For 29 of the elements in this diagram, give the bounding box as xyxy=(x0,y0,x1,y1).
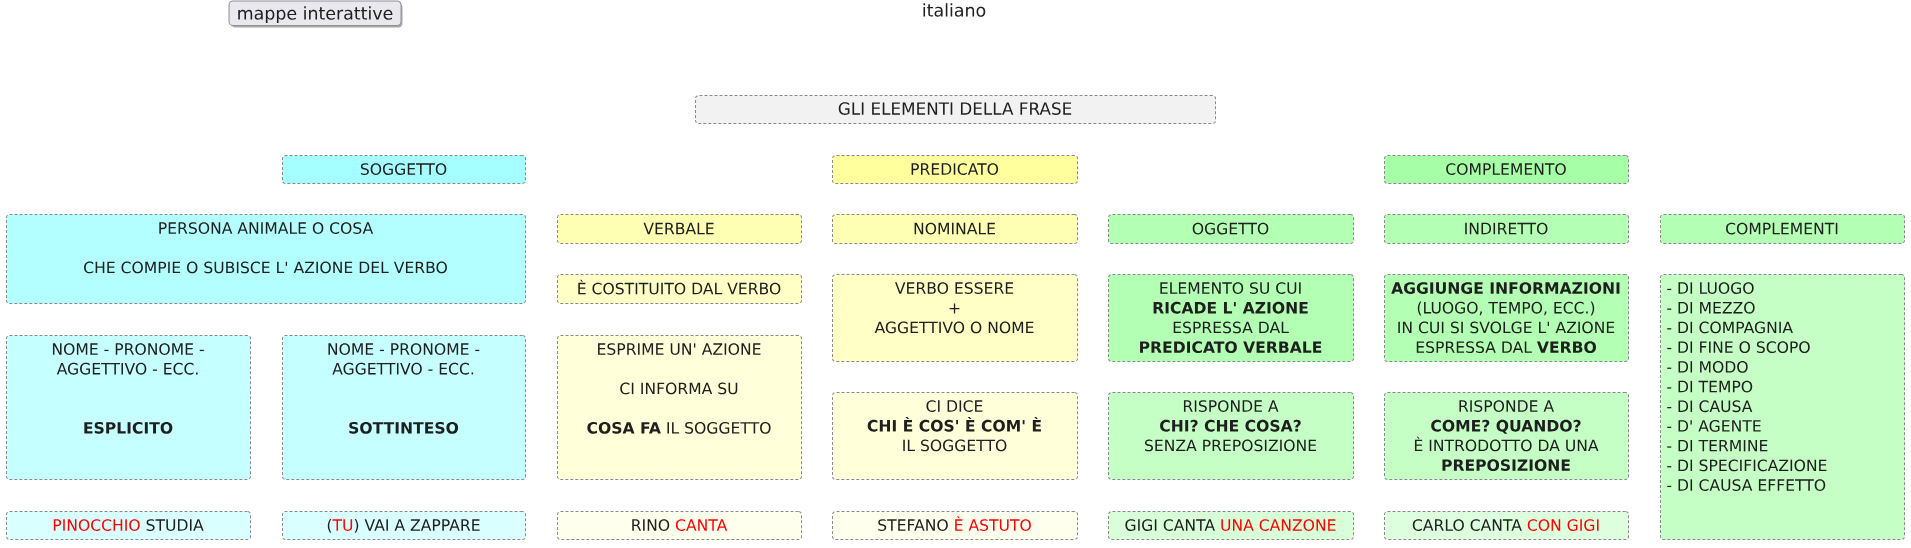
header-label: italiano xyxy=(923,3,986,17)
category-box: SOGGETTO xyxy=(282,155,526,184)
example-box: PINOCCHIO STUDIA xyxy=(6,511,251,540)
subcategory-box: VERBALE xyxy=(557,214,802,244)
description-box: NOME - PRONOME - AGGETTIVO - ECC. SOTTINTESO xyxy=(282,335,526,480)
subcategory-box: COMPLEMENTI xyxy=(1660,214,1905,244)
subcategory-box: OGGETTO xyxy=(1108,214,1354,244)
example-box: STEFANO È ASTUTO xyxy=(832,511,1078,540)
definition-box: PERSONA ANIMALE O COSA CHE COMPIE O SUBISCE L' AZIONE DEL VERBO xyxy=(6,214,526,304)
example-box: RINO CANTA xyxy=(557,511,802,540)
description-box: ELEMENTO SU CUI RICADE L' AZIONE ESPRESSA DAL PREDICATO VERBALE xyxy=(1108,274,1354,362)
description-box: VERBO ESSERE + AGGETTIVO O NOME xyxy=(832,274,1078,362)
subcategory-box: NOMINALE xyxy=(832,214,1078,244)
description-box: RISPONDE A COME? QUANDO? È INTRODOTTO DA UNA PREPOSIZIONE xyxy=(1384,392,1629,480)
description-box: È COSTITUITO DAL VERBO xyxy=(557,274,802,304)
description-box: CI DICE CHI È COS' È COM' È IL SOGGETTO xyxy=(832,392,1078,480)
title-box: GLI ELEMENTI DELLA FRASE xyxy=(695,95,1216,124)
description-box: RISPONDE A CHI? CHE COSA? SENZA PREPOSIZIONE xyxy=(1108,392,1354,480)
category-box: PREDICATO xyxy=(832,155,1078,184)
description-box: NOME - PRONOME - AGGETTIVO - ECC. ESPLICITO xyxy=(6,335,251,480)
description-box: AGGIUNGE INFORMAZIONI (LUOGO, TEMPO, ECC.) IN CUI SI SVOLGE L' AZIONE ESPRESSA DAL VERBO xyxy=(1384,274,1629,362)
example-box: GIGI CANTA UNA CANZONE xyxy=(1108,511,1354,540)
description-box: ESPRIME UN' AZIONE CI INFORMA SU COSA FA IL SOGGETTO xyxy=(557,335,802,480)
category-box: COMPLEMENTO xyxy=(1384,155,1629,184)
example-box: (TU ) VAI A ZAPPARE xyxy=(282,511,526,540)
button: mappe interattive xyxy=(228,0,403,28)
subcategory-box: INDIRETTO xyxy=(1384,214,1629,244)
list-box: - DI LUOGO - DI MEZZO - DI COMPAGNIA - DI FINE O SCOPO - DI MODO - DI TEMPO - DI CAUSA - D' AGENTE - DI TERMINE - DI SPECIFICAZIONE - DI CAUSA EFFETTO xyxy=(1660,274,1905,540)
example-box: CARLO CANTA CON GIGI xyxy=(1384,511,1629,540)
